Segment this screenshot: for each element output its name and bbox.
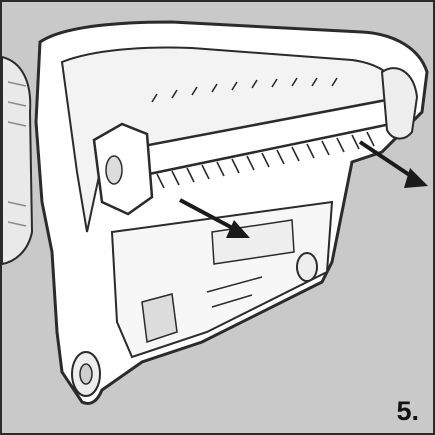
side-housing	[2, 55, 34, 266]
wheel-icon	[71, 252, 318, 397]
step-number: 5.	[396, 396, 419, 426]
brush-roll	[92, 67, 419, 216]
removal-arrow-icon	[179, 140, 428, 238]
base-housing	[34, 20, 429, 405]
